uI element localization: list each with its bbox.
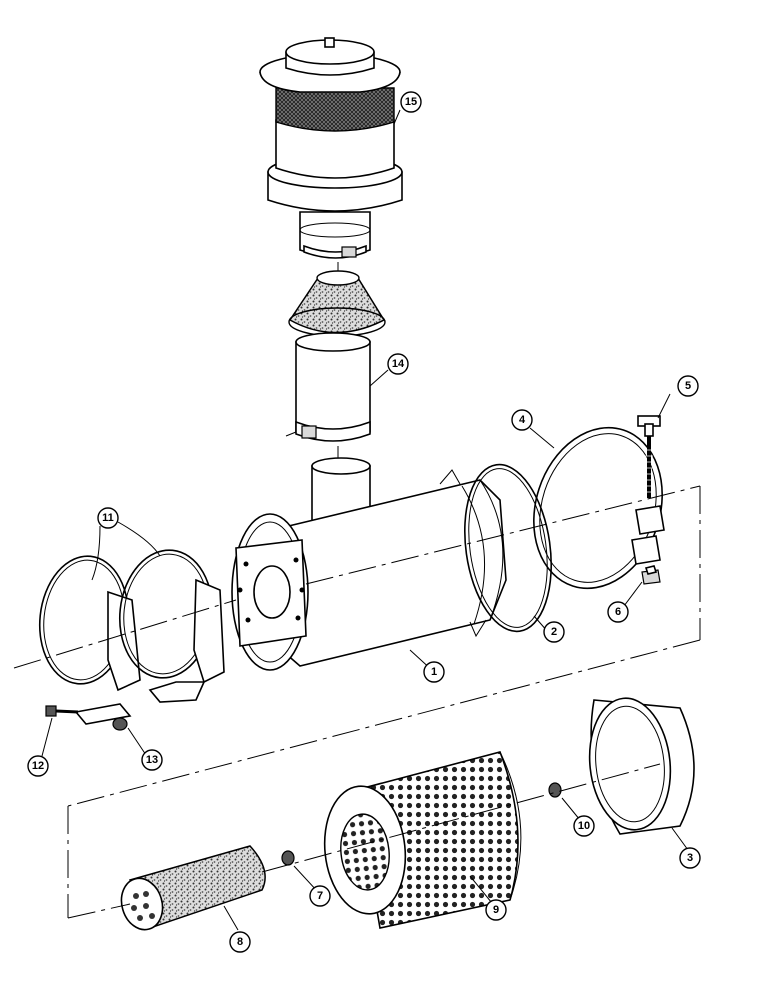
mount-bolt bbox=[45, 705, 79, 717]
seal-ring bbox=[463, 463, 553, 633]
precleaner-screen bbox=[275, 87, 395, 132]
callout-13-label: 13 bbox=[146, 754, 158, 766]
band-clamp bbox=[533, 426, 665, 590]
callout-2-label: 2 bbox=[551, 626, 557, 638]
callout-6: 6 bbox=[607, 601, 629, 623]
secondary-filter-element bbox=[120, 845, 266, 931]
callout-4: 4 bbox=[511, 409, 533, 431]
callout-10-label: 10 bbox=[578, 820, 590, 832]
callout-12-label: 12 bbox=[32, 760, 44, 772]
callout-1-label: 1 bbox=[431, 666, 437, 678]
assembly-center-lines bbox=[13, 485, 701, 919]
callout-3-label: 3 bbox=[687, 852, 693, 864]
precleaner-cap bbox=[259, 37, 403, 259]
callout-11: 11 bbox=[97, 507, 119, 529]
callout-15: 15 bbox=[400, 91, 422, 113]
air-cleaner-housing bbox=[231, 457, 507, 671]
callout-14: 14 bbox=[387, 353, 409, 375]
callout-4-label: 4 bbox=[519, 414, 526, 426]
callout-11-label: 11 bbox=[102, 512, 114, 524]
callout-13: 13 bbox=[141, 749, 163, 771]
inner-nut bbox=[281, 850, 295, 866]
end-cap bbox=[588, 697, 695, 835]
callout-9-label: 9 bbox=[493, 904, 499, 916]
element-nut bbox=[548, 782, 562, 798]
primary-filter-element bbox=[323, 751, 522, 929]
callout-5: 5 bbox=[677, 375, 699, 397]
cone-adapter bbox=[288, 270, 386, 337]
callout-1: 1 bbox=[423, 661, 445, 683]
callout-8-label: 8 bbox=[237, 936, 243, 948]
callout-12: 12 bbox=[27, 755, 49, 777]
callout-14-label: 14 bbox=[392, 358, 405, 370]
callout-5-label: 5 bbox=[685, 380, 691, 392]
callout-2: 2 bbox=[543, 621, 565, 643]
callout-7-label: 7 bbox=[317, 890, 323, 902]
callout-7: 7 bbox=[309, 885, 331, 907]
callout-3: 3 bbox=[679, 847, 701, 869]
callout-15-label: 15 bbox=[405, 96, 417, 108]
callout-8: 8 bbox=[229, 931, 251, 953]
mount-nut bbox=[112, 717, 128, 731]
clamp-nut bbox=[641, 565, 661, 585]
clamp-bolt bbox=[637, 415, 661, 498]
callout-10: 10 bbox=[573, 815, 595, 837]
callout-6-label: 6 bbox=[615, 606, 621, 618]
callout-9: 9 bbox=[485, 899, 507, 921]
intake-tube bbox=[285, 332, 371, 442]
mounting-bands bbox=[38, 549, 225, 725]
